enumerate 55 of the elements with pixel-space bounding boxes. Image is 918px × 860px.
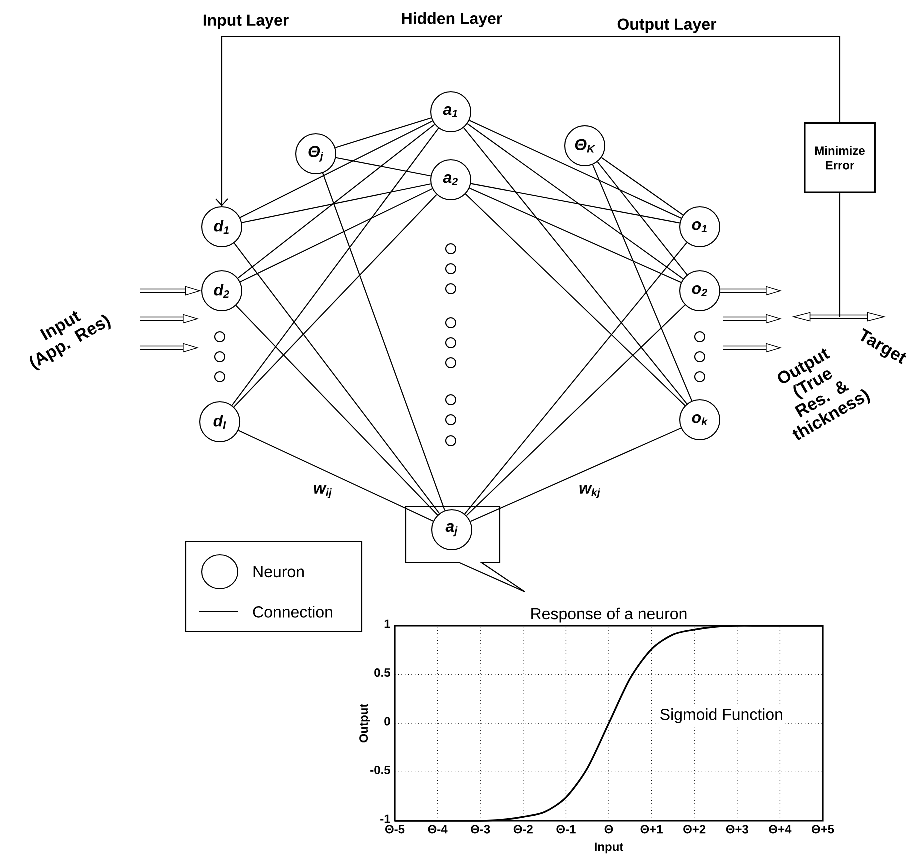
connection-line xyxy=(234,194,438,408)
weight-label: w$_{kj}$ xyxy=(580,485,600,499)
connection-line xyxy=(336,157,431,177)
y-tick-label: 1 xyxy=(384,620,390,628)
connection-line xyxy=(240,188,433,283)
connection-line xyxy=(592,164,693,402)
x-tick-label: Θ-3 xyxy=(471,825,490,834)
x-tick-label: Θ-2 xyxy=(514,825,533,834)
connection-line xyxy=(469,120,682,219)
x-tick-label: Θ+4 xyxy=(769,825,792,834)
x-tick-label: Θ xyxy=(604,825,614,834)
layer-label: Input Layer xyxy=(204,14,289,30)
connector-line xyxy=(839,194,841,317)
connection-line xyxy=(464,128,688,404)
x-tick-label: Θ-5 xyxy=(386,825,405,834)
connection-line xyxy=(238,430,434,522)
connection-line xyxy=(335,118,432,148)
minimize-error-box: Minimize Error xyxy=(804,122,876,194)
x-tick-label: Θ+3 xyxy=(726,825,748,834)
legend-label: Neuron xyxy=(254,566,304,578)
connection-line xyxy=(234,243,440,514)
callout-box xyxy=(405,506,526,593)
layer-label: Output Layer xyxy=(618,18,717,34)
connection-line xyxy=(471,183,680,224)
connection-line xyxy=(601,157,684,216)
connection-line xyxy=(322,173,446,511)
connection-line xyxy=(242,184,431,224)
y-tick-label: 0 xyxy=(384,717,390,726)
connection-line xyxy=(240,120,433,218)
y-axis-title: Output xyxy=(360,704,370,743)
connection-line xyxy=(238,124,436,279)
x-axis-title: Input xyxy=(595,842,624,854)
connection-line xyxy=(470,428,682,522)
connection-line xyxy=(465,194,686,406)
weight-label: w$_{ij}$ xyxy=(314,485,332,499)
annotation: Sigmoid Function xyxy=(660,708,782,724)
connection-line xyxy=(232,128,440,406)
connection-line xyxy=(597,162,688,276)
chart-title: Response of a neuron xyxy=(532,608,687,623)
connection-line xyxy=(467,124,684,280)
feedback-arrow xyxy=(216,36,841,206)
x-tick-label: Θ-4 xyxy=(428,825,448,834)
y-tick-label: -0.5 xyxy=(370,766,390,774)
layer-label: Hidden Layer xyxy=(402,12,502,28)
x-tick-label: Θ+1 xyxy=(640,825,663,834)
legend-label: Connection xyxy=(253,606,332,618)
connection-line xyxy=(470,188,682,284)
x-tick-label: Θ-1 xyxy=(556,825,576,834)
connection-line xyxy=(464,242,688,514)
connection-line xyxy=(466,304,686,516)
y-tick-label: 0.5 xyxy=(374,668,390,678)
y-tick-label: -1 xyxy=(380,814,390,824)
x-tick-label: Θ+5 xyxy=(812,825,834,834)
x-tick-label: Θ+2 xyxy=(684,825,706,834)
connection-line xyxy=(236,305,438,516)
